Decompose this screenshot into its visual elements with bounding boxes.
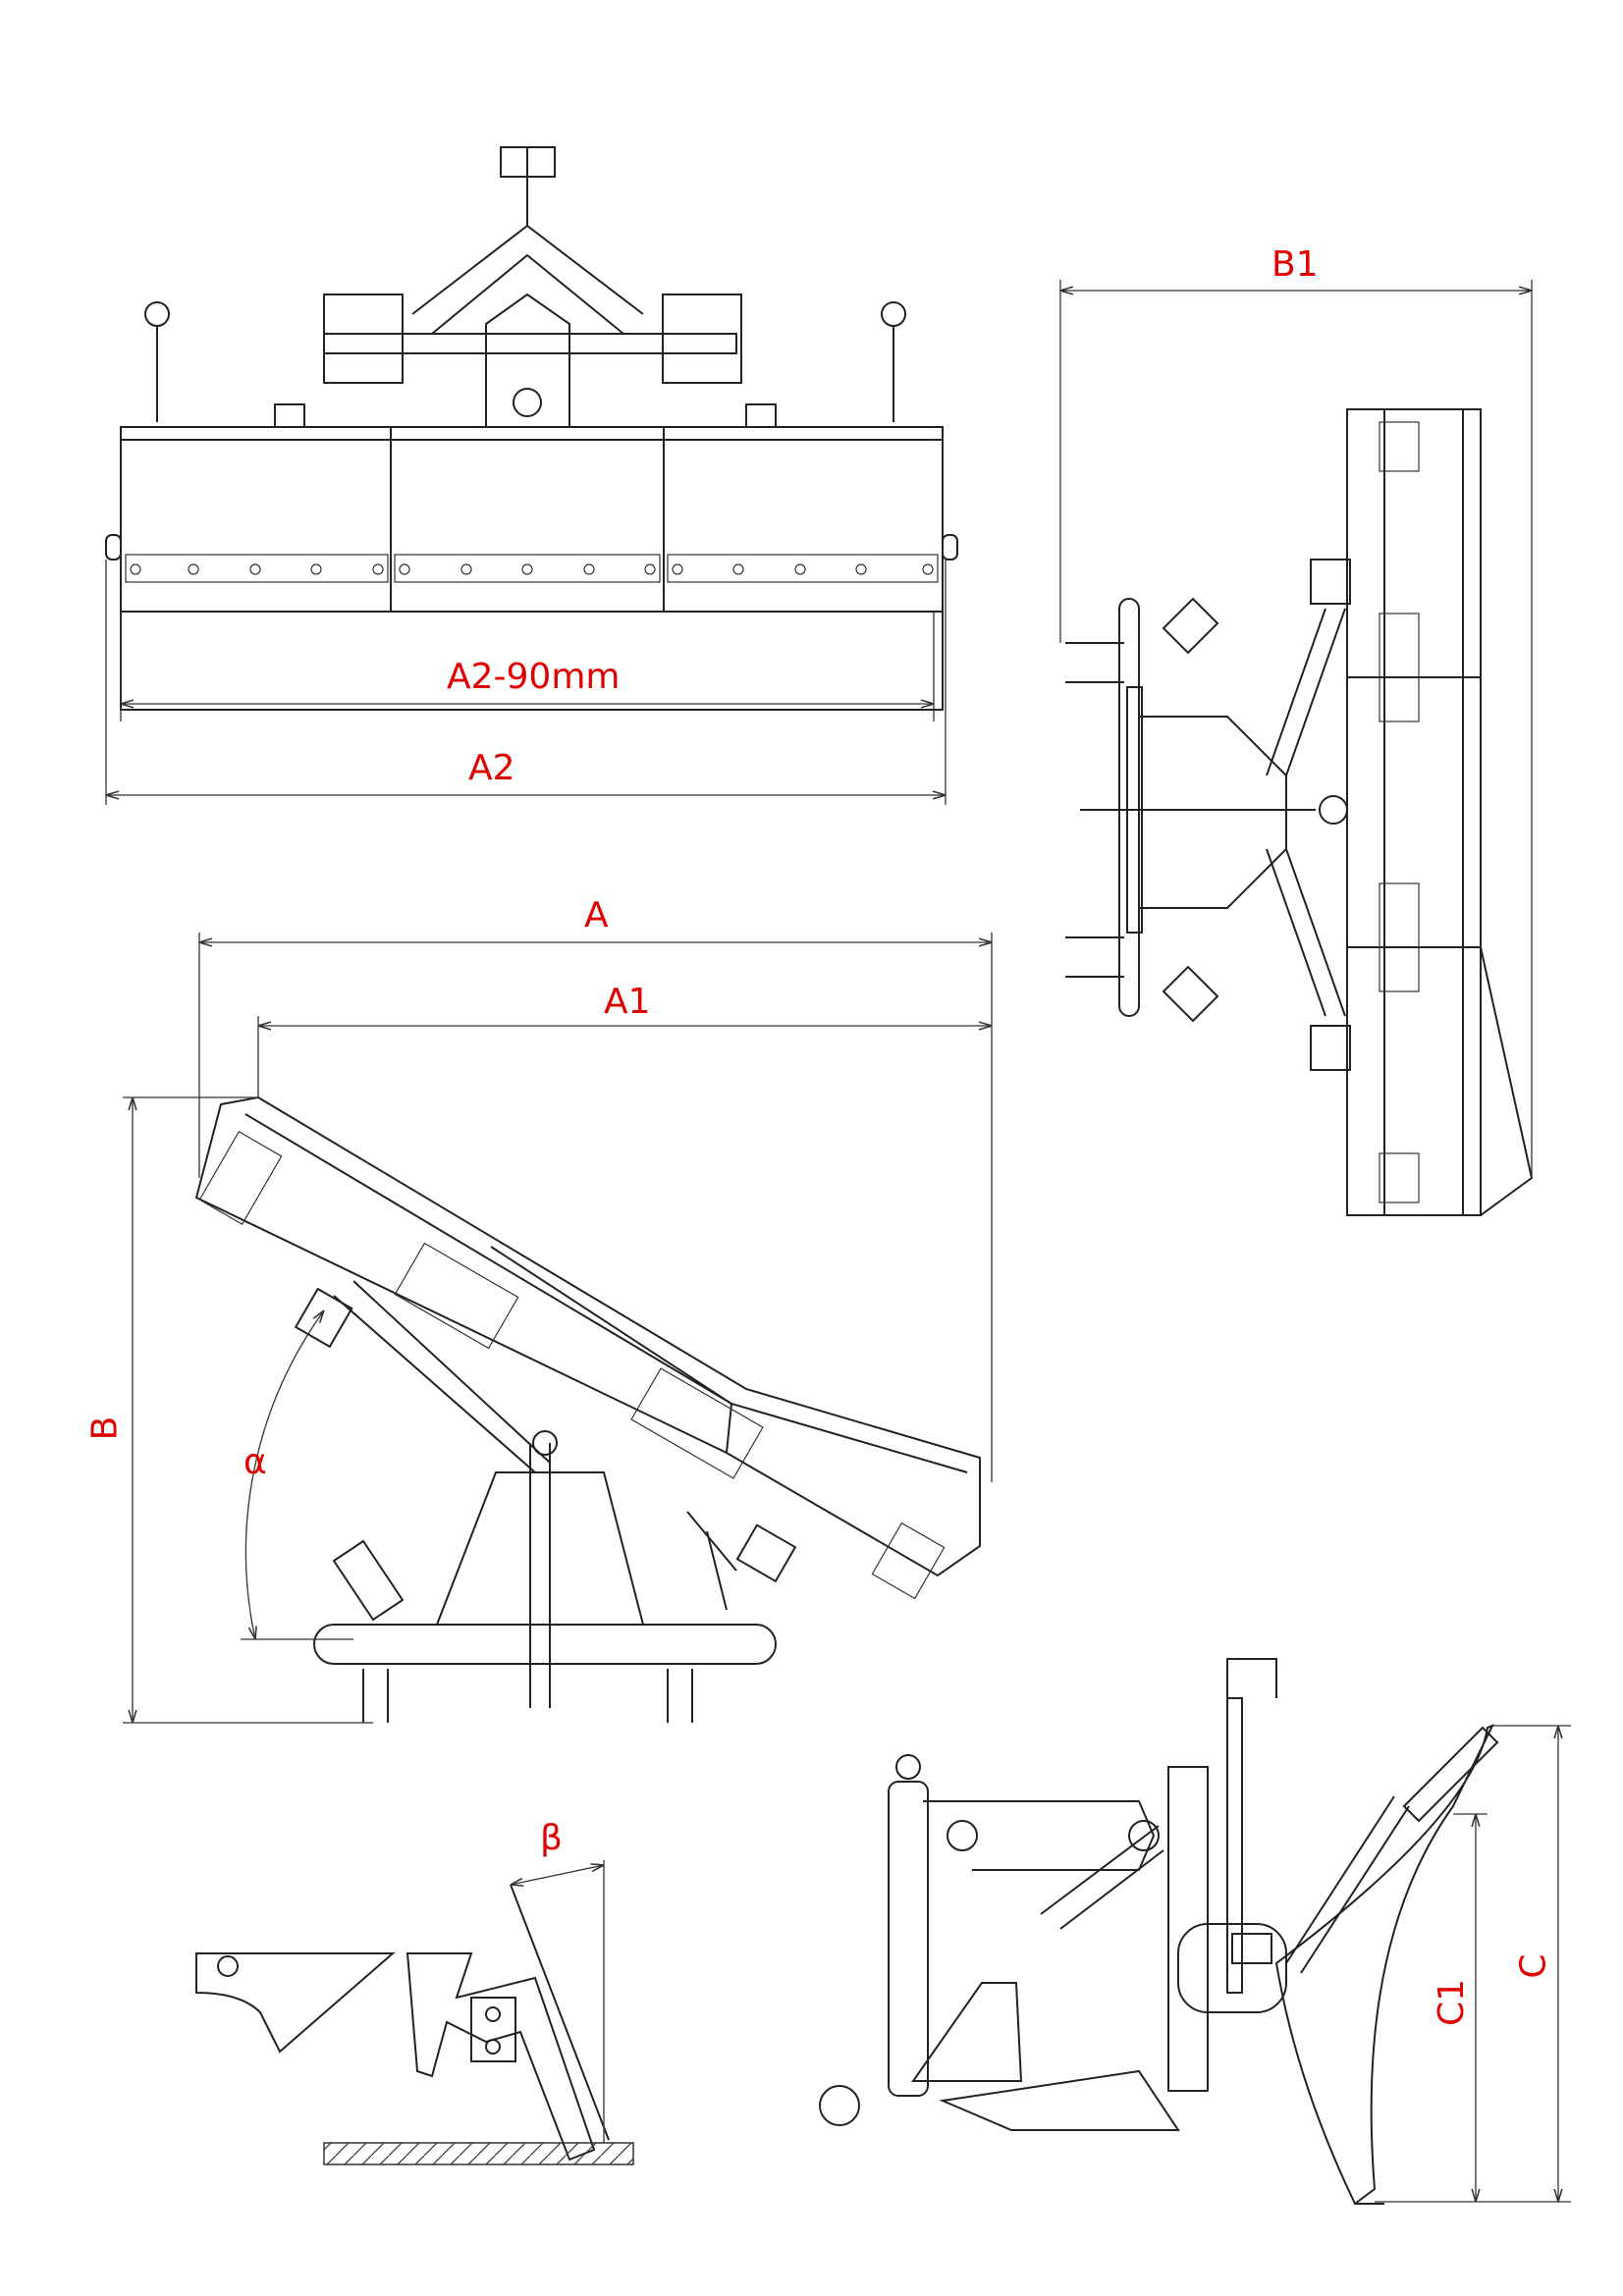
label-a2-90mm: A2-90mm [447,657,621,697]
label-c1: C1 [1432,1978,1473,2027]
label-b: B [84,1415,126,1441]
dim-a2 [105,560,947,805]
label-a1: A1 [604,982,651,1022]
dim-c1 [1453,1813,1488,2202]
label-alpha: α [243,1442,267,1482]
dim-a2-90 [120,612,935,721]
label-a: A [584,895,609,935]
dim-b1 [1059,280,1533,1178]
plan-view-angled [194,1095,981,1723]
label-b1: B1 [1271,244,1319,285]
plan-view-straight [1065,408,1534,1216]
side-view [819,1658,1499,2206]
label-a2: A2 [468,748,515,788]
section-view-beta [195,1860,634,2165]
angle-alpha [241,1310,353,1639]
dim-a1 [257,1016,992,1097]
label-beta: β [540,1818,563,1858]
front-view [105,146,958,711]
dim-b [123,1096,373,1724]
dim-a [198,933,993,1482]
dim-c [1375,1725,1571,2203]
label-c: C [1513,1953,1554,1979]
